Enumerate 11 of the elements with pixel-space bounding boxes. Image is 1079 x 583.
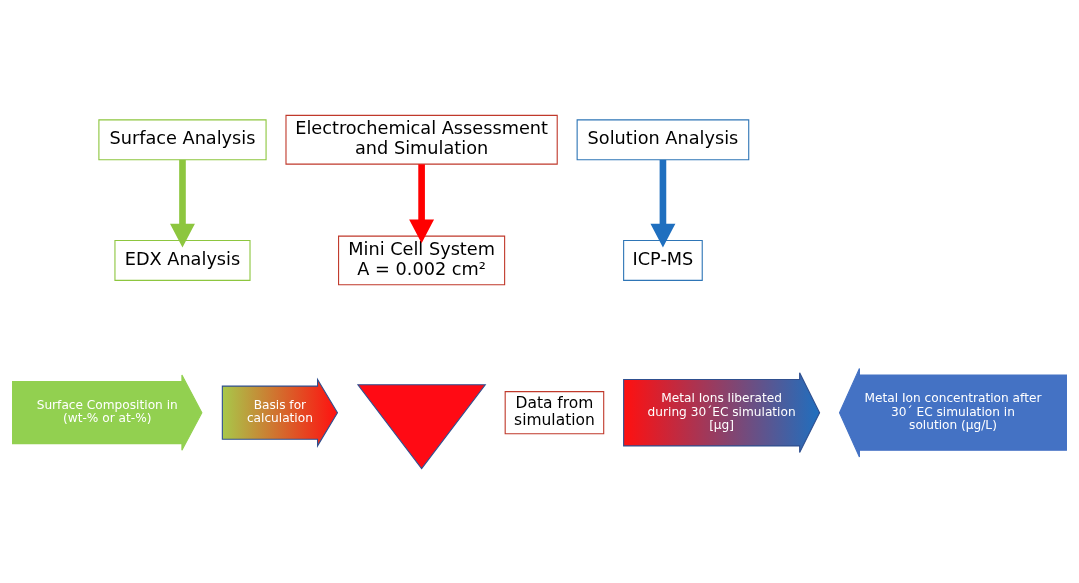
node-hourglass: [356, 383, 487, 469]
node-box: Electrochemical Assessment and Simulation: [285, 114, 558, 165]
arrow: [409, 163, 435, 243]
node-box: Solution Analysis: [576, 118, 750, 160]
node-box: Mini Cell System A = 0.002 cm²: [338, 235, 506, 285]
node-box: EDX Analysis: [114, 239, 251, 281]
arrow: [650, 159, 676, 247]
node-box: Data from simulation: [504, 390, 605, 434]
arrow: [170, 159, 195, 247]
node-box: ICP-MS: [623, 239, 703, 281]
node-box: Surface Analysis: [98, 118, 267, 160]
